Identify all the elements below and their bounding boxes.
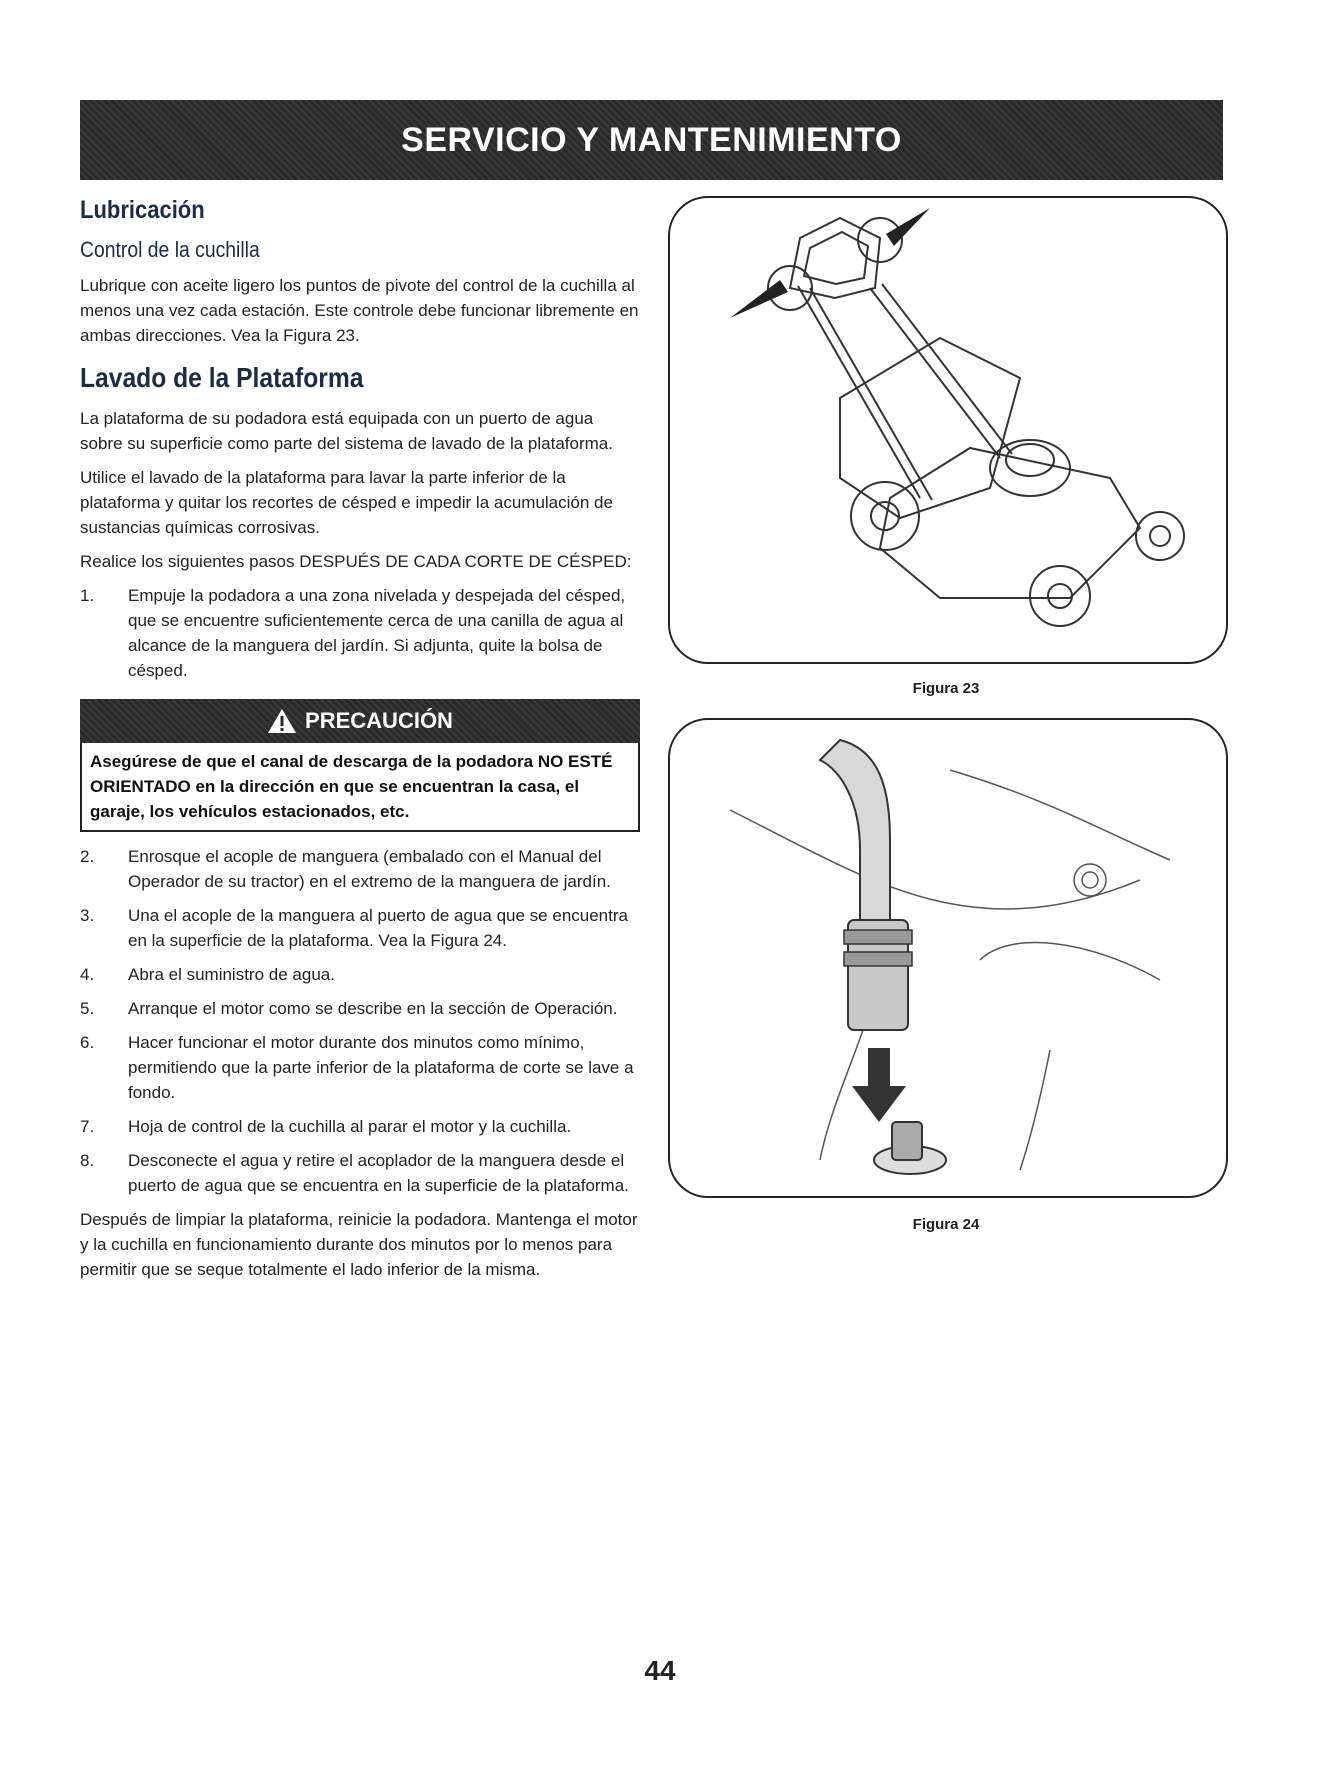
lubrication-heading: Lubricación — [80, 196, 205, 224]
deck-wash-paragraph-2: Utilice el lavado de la plataforma para … — [80, 468, 613, 537]
caution-title: PRECAUCIÓN — [305, 708, 453, 733]
figure-24-frame — [668, 718, 1228, 1198]
caution-text: Asegúrese de que el canal de descarga de… — [90, 752, 613, 821]
closing-paragraph: Después de limpiar la plataforma, reinic… — [80, 1210, 638, 1279]
caution-box: PRECAUCIÓN Asegúrese de que el canal de … — [80, 699, 640, 832]
page-title: SERVICIO Y MANTENIMIENTO — [401, 120, 902, 159]
step-number: 1. — [80, 586, 95, 605]
step-number: 6. — [80, 1033, 95, 1052]
step-text: Hacer funcionar el motor durante dos min… — [128, 1033, 634, 1102]
section-banner: SERVICIO Y MANTENIMIENTO — [80, 100, 1223, 180]
step-item: 5. Arranque el motor como se describe en… — [80, 996, 640, 1021]
step-item: 1. Empuje la podadora a una zona nivelad… — [80, 583, 640, 683]
figure-23-frame — [668, 196, 1228, 664]
step-text: Empuje la podadora a una zona nivelada y… — [128, 586, 626, 680]
left-column: Lubricación Control de la cuchilla Lubri… — [80, 196, 640, 1291]
deck-wash-paragraph-1: La plataforma de su podadora está equipa… — [80, 409, 613, 453]
step-item: 3. Una el acople de la manguera al puert… — [80, 903, 640, 953]
page-number: 44 — [644, 1655, 676, 1686]
caution-header: PRECAUCIÓN — [80, 699, 640, 743]
step-number: 7. — [80, 1117, 95, 1136]
step-number: 8. — [80, 1151, 95, 1170]
step-number: 4. — [80, 965, 95, 984]
figure-23-caption: Figura 23 — [912, 680, 980, 697]
step-item: 7. Hoja de control de la cuchilla al par… — [80, 1114, 640, 1139]
step-number: 5. — [80, 999, 95, 1018]
step-text: Hoja de control de la cuchilla al parar … — [128, 1117, 572, 1136]
step-text: Enrosque el acople de manguera (embalado… — [128, 847, 611, 891]
deck-wash-heading: Lavado de la Plataforma — [80, 362, 364, 393]
blade-control-heading: Control de la cuchilla — [80, 237, 260, 262]
step-text: Desconecte el agua y retire el acoplador… — [128, 1151, 629, 1195]
figure-24-caption: Figura 24 — [912, 1216, 980, 1233]
lawn-mower-illustration — [730, 208, 1185, 627]
step-number: 3. — [80, 906, 95, 925]
step-text: Arranque el motor como se describe en la… — [128, 999, 618, 1018]
step-text: Una el acople de la manguera al puerto d… — [128, 906, 628, 950]
hose-shape — [818, 738, 891, 921]
deck-wash-paragraph-3: Realice los siguientes pasos DESPUÉS DE … — [80, 552, 632, 571]
step-item: 2. Enrosque el acople de manguera (embal… — [80, 844, 640, 894]
warning-icon — [268, 709, 297, 733]
step-item: 8. Desconecte el agua y retire el acopla… — [80, 1148, 640, 1198]
step-text: Abra el suministro de agua. — [128, 965, 335, 984]
step-item: 6. Hacer funcionar el motor durante dos … — [80, 1030, 640, 1105]
step-number: 2. — [80, 847, 95, 866]
blade-control-text: Lubrique con aceite ligero los puntos de… — [80, 276, 639, 345]
hose-coupler-illustration — [729, 738, 1171, 1175]
step-item: 4. Abra el suministro de agua. — [80, 962, 640, 987]
